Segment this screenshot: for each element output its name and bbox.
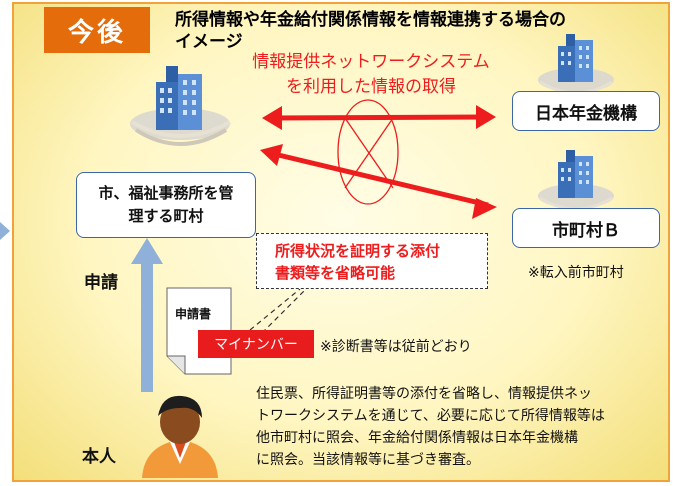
building-icon-city-b <box>538 150 614 211</box>
building-icon-municipality <box>130 66 231 146</box>
process-description: 住民票、所得証明書等の添付を省略し、情報提供ネッ トワークシステムを通じて、必要… <box>256 386 605 468</box>
network-caption: 情報提供ネットワークシステム を利用した情報の取得 <box>252 52 490 97</box>
pension-organization-box: 日本年金機構 <box>512 91 660 131</box>
diagram-heading: 所得情報や年金給付関係情報を情報連携する場合の イメージ <box>175 10 566 52</box>
building-icon-pension <box>538 34 614 95</box>
future-tab: 今後 <box>44 7 150 53</box>
apply-label: 申請 <box>84 273 118 293</box>
person-icon <box>142 395 218 478</box>
incoming-arrow-edge <box>0 222 10 240</box>
municipality-box: 市、福祉事務所を管 理する町村 <box>76 172 256 238</box>
application-form-label: 申請書 <box>175 307 212 321</box>
diagnosis-note: ※診断書等は従前どおり <box>320 339 472 355</box>
omit-attachments-note: 所得状況を証明する添付 書類等を省略可能 <box>256 233 488 289</box>
note-pointer <box>249 288 307 334</box>
application-arrow <box>131 238 163 392</box>
network-oval-icon <box>337 99 399 205</box>
city-b-note: ※転入前市町村 <box>528 265 624 281</box>
exchange-arrow-city-b <box>260 144 497 219</box>
exchange-arrow-pension <box>262 105 496 130</box>
person-label: 本人 <box>82 447 116 467</box>
city-b-box: 市町村Ｂ <box>512 208 660 248</box>
my-number-tag: マイナンバー <box>198 330 314 358</box>
